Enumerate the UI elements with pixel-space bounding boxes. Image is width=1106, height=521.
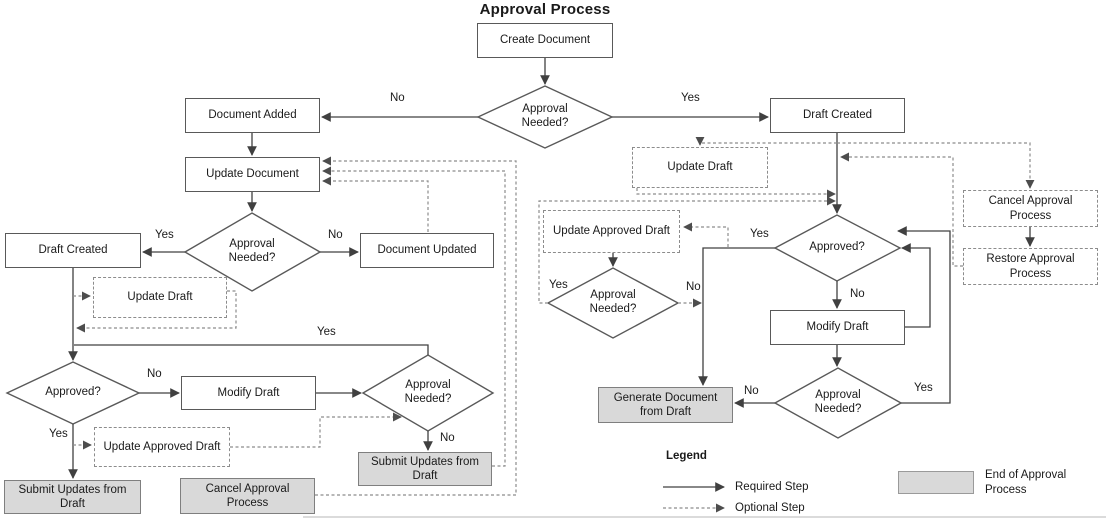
node-draft-created-left: Draft Created: [5, 233, 141, 268]
node-update-approved-draft-right: Update Approved Draft: [543, 210, 680, 253]
edge-label-approved-left-yes: Yes: [49, 428, 68, 440]
node-document-added: Document Added: [185, 98, 320, 133]
edge-opt-update-draft-right: [695, 136, 837, 146]
node-cancel-approval-left: Cancel Approval Process: [180, 478, 315, 514]
node-submit-updates-left: Submit Updates from Draft: [4, 480, 141, 514]
diagram-title: Approval Process: [479, 1, 611, 18]
node-cancel-approval-right: Cancel Approval Process: [963, 190, 1098, 227]
legend-required-label: Required Step: [735, 481, 809, 493]
diamond-approved-left: [5, 361, 141, 425]
edge-approved-r-yes-generate: [698, 247, 775, 386]
edge-label-approved-right-no: No: [850, 288, 865, 300]
node-draft-created-right: Draft Created: [770, 98, 905, 133]
diamond-approval-needed-top: [476, 85, 614, 149]
node-update-document: Update Document: [185, 157, 320, 192]
edge-label-left-yes: Yes: [155, 229, 174, 241]
node-restore-approval-right: Restore Approval Process: [963, 248, 1098, 285]
edge-label-left-no: No: [328, 229, 343, 241]
legend-end-label: End of Approval Process: [985, 469, 1067, 496]
node-create-document: Create Document: [477, 23, 613, 58]
legend-title: Legend: [666, 450, 707, 462]
node-update-draft-left: Update Draft: [93, 277, 227, 318]
edge-label-top-no: No: [390, 92, 405, 104]
edge-document-updated-return: [322, 176, 429, 232]
edge-label-mid-no: No: [686, 281, 701, 293]
node-document-updated: Document Updated: [360, 233, 494, 268]
node-generate-document: Generate Document from Draft: [598, 387, 733, 423]
edge-label-an-right-yes: Yes: [914, 382, 933, 394]
node-update-draft-right: Update Draft: [632, 147, 768, 188]
edge-an-mid-yes-loop: [538, 196, 836, 304]
edge-approval-loop-left: [74, 344, 429, 355]
edge-cancel-l-return-update-document: [315, 156, 517, 496]
legend-end-swatch: [898, 471, 974, 494]
node-modify-draft-right: Modify Draft: [770, 310, 905, 345]
diamond-approved-right: [773, 214, 902, 282]
edge-label-an-left2-no: No: [440, 432, 455, 444]
node-update-approved-draft-left: Update Approved Draft: [94, 427, 230, 467]
edge-label-approved-right-yes: Yes: [750, 228, 769, 240]
edge-update-draft-left-return: [76, 290, 237, 333]
node-modify-draft-left: Modify Draft: [181, 376, 316, 410]
diamond-approval-needed-left2: [361, 354, 495, 432]
node-submit-updates-mid: Submit Updates from Draft: [358, 452, 492, 486]
diamond-approval-needed-right: [773, 367, 903, 439]
edge-opt-update-approved-right: [683, 222, 729, 247]
edge-update-draft-right-return: [636, 188, 836, 199]
edge-update-approved-left-to-an: [230, 412, 402, 448]
edge-label-top-yes: Yes: [681, 92, 700, 104]
edge-an-r-yes-loop: [897, 226, 951, 404]
edge-label-loop-yes: Yes: [317, 326, 336, 338]
edge-label-mid-yes: Yes: [549, 279, 568, 291]
edge-label-approved-left-no: No: [147, 368, 162, 380]
legend-optional-label: Optional Step: [735, 502, 805, 514]
edge-label-an-right-no: No: [744, 385, 759, 397]
edge-modify-r-loop: [901, 243, 931, 328]
edge-opt-cancel-right: [837, 142, 1035, 189]
edge-submit-mid-return-update-document: [322, 166, 506, 467]
